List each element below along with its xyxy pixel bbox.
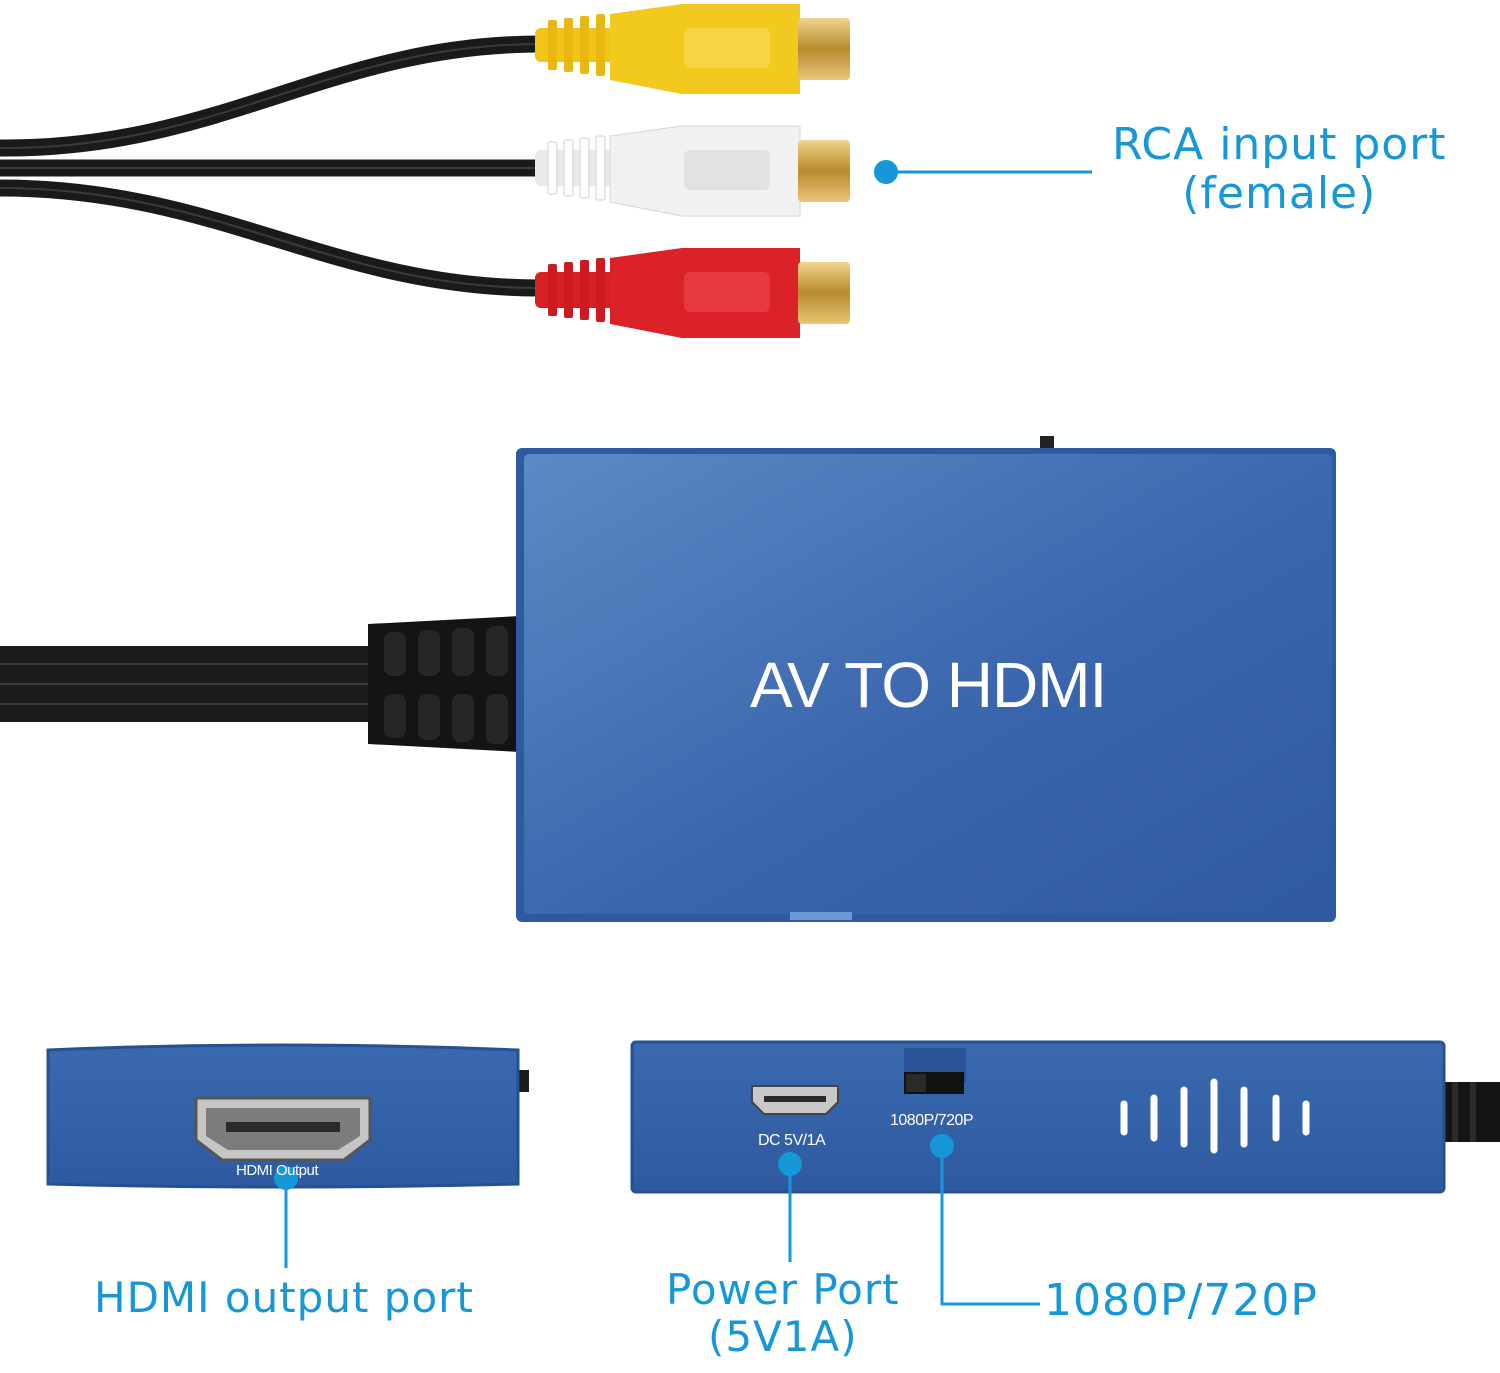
rca-input-callout: RCA input port (female) bbox=[1112, 120, 1447, 219]
strain-relief bbox=[368, 616, 520, 752]
device-side-power bbox=[630, 1040, 1500, 1194]
power-callout-line1: Power Port bbox=[666, 1265, 900, 1314]
power-callout-line2: (5V1A) bbox=[707, 1312, 858, 1362]
rca-connector-red bbox=[535, 248, 850, 338]
rca-callout-line1: RCA input port bbox=[1112, 119, 1447, 170]
hdmi-port-marking: HDMI Output bbox=[236, 1162, 319, 1179]
hdmi-output-callout: HDMI output port bbox=[94, 1273, 474, 1322]
rca-connector-yellow bbox=[535, 4, 850, 94]
switch-callout-pointer bbox=[930, 1134, 1040, 1306]
rca-connector-white bbox=[535, 125, 850, 217]
device-side-hdmi bbox=[46, 1043, 529, 1189]
power-callout-pointer bbox=[778, 1152, 802, 1262]
resolution-switch-callout: 1080P/720P bbox=[1044, 1275, 1318, 1326]
converter-cable bbox=[0, 646, 380, 722]
hdmi-callout-pointer bbox=[274, 1166, 298, 1268]
rca-callout-line2: (female) bbox=[1182, 168, 1377, 220]
rca-cable-bundle bbox=[0, 35, 549, 297]
power-port-marking: DC 5V/1A bbox=[758, 1132, 826, 1149]
device-brand-label: AV TO HDMI bbox=[750, 649, 1107, 721]
converter-device-top bbox=[516, 436, 1336, 922]
rca-callout-pointer bbox=[874, 160, 1092, 184]
power-port-callout: Power Port (5V1A) bbox=[666, 1266, 900, 1360]
vent-slots bbox=[1120, 1078, 1310, 1154]
switch-marking: 1080P/720P bbox=[890, 1112, 974, 1129]
